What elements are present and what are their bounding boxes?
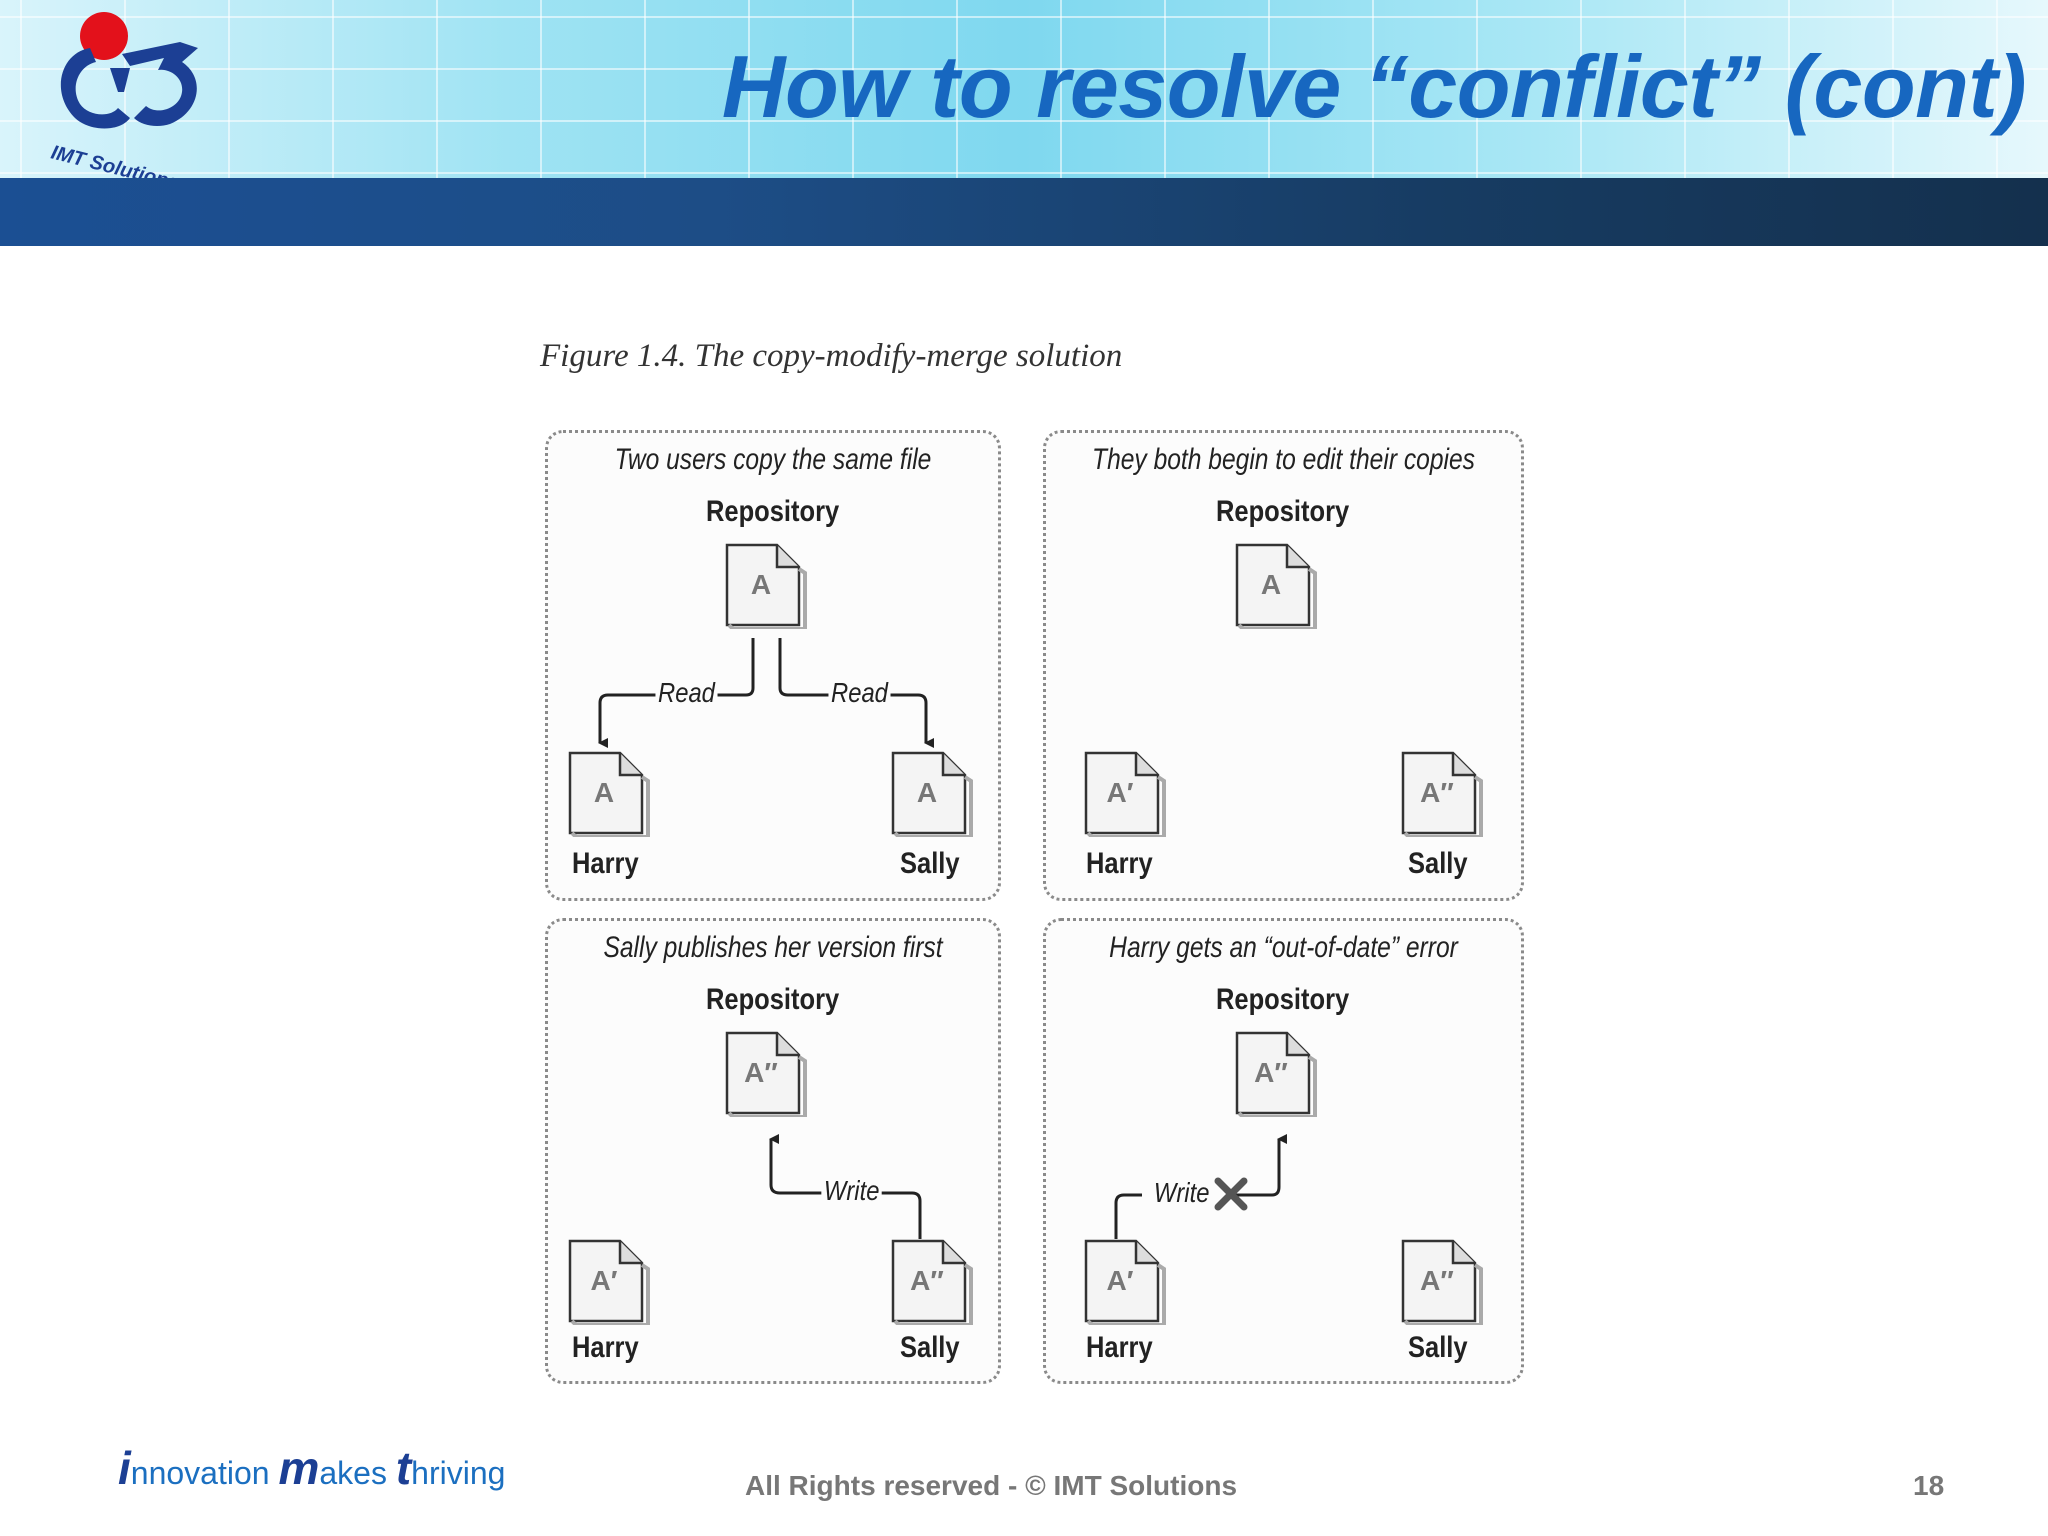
file-version: A″ (1254, 1057, 1288, 1088)
sally-file-icon: A (891, 751, 973, 837)
file-version: A′ (590, 1265, 618, 1296)
slogan-initial-m: m (278, 1442, 319, 1494)
panel-title: Two users copy the same file (614, 443, 932, 476)
panel-publish: Sally publishes her version first Reposi… (545, 918, 1001, 1384)
repository-label: Repository (1216, 983, 1350, 1016)
read-arrow-label: Read (828, 677, 891, 709)
slogan-initial-i: i (118, 1442, 132, 1494)
page-number: 18 (1913, 1470, 1945, 1501)
file-version: A″ (744, 1057, 778, 1088)
repository-label: Repository (706, 983, 840, 1016)
slogan-initial-t: t (396, 1442, 413, 1494)
panel-title: Harry gets an “out-of-date” error (1109, 931, 1458, 964)
repository-file-icon: A (725, 543, 807, 629)
user-label-sally: Sally (900, 847, 960, 880)
imt-logo-icon: IMT Solutions (49, 12, 198, 178)
sally-file-icon: A″ (1401, 751, 1483, 837)
user-label-harry: Harry (572, 1331, 639, 1364)
file-version: A (1260, 569, 1282, 600)
error-x-icon (1214, 1177, 1248, 1211)
write-arrow-label: Write (1151, 1177, 1212, 1209)
user-label-sally: Sally (900, 1331, 960, 1364)
file-version: A″ (1420, 1265, 1454, 1296)
svg-text:innovation makes thriving: innovation makes thriving (118, 1442, 505, 1494)
write-arrow-label: Write (821, 1175, 882, 1207)
panel-out-of-date: Harry gets an “out-of-date” error Reposi… (1043, 918, 1524, 1384)
repository-file-icon: A″ (1235, 1031, 1317, 1117)
header-band (0, 178, 2048, 246)
slide-title: How to resolve “conflict” (cont) (721, 37, 2027, 136)
file-version: A (750, 569, 772, 600)
harry-file-icon: A′ (1084, 1239, 1166, 1325)
user-label-harry: Harry (572, 847, 639, 880)
sally-file-icon: A″ (891, 1239, 973, 1325)
harry-file-icon: A′ (568, 1239, 650, 1325)
file-version: A″ (910, 1265, 944, 1296)
file-version: A (593, 777, 615, 808)
panel-out-of-date-arrows (1114, 1134, 1287, 1239)
file-version: A′ (1106, 777, 1134, 808)
user-label-sally: Sally (1408, 1331, 1468, 1364)
repository-file-icon: A (1235, 543, 1317, 629)
user-label-harry: Harry (1086, 847, 1153, 880)
user-label-sally: Sally (1408, 847, 1468, 880)
read-arrow-label: Read (655, 677, 718, 709)
repository-file-icon: A″ (725, 1031, 807, 1117)
copyright-text: All Rights reserved - © IMT Solutions (745, 1470, 1238, 1501)
file-version: A″ (1420, 777, 1454, 808)
footer-slogan: innovation makes thriving (118, 1442, 505, 1494)
harry-file-icon: A (568, 751, 650, 837)
panel-title: They both begin to edit their copies (1092, 443, 1475, 476)
file-version: A (916, 777, 938, 808)
logo-text: IMT Solutions (49, 142, 182, 178)
panel-title: Sally publishes her version first (603, 931, 943, 964)
figure-caption: Figure 1.4. The copy-modify-merge soluti… (540, 338, 1123, 374)
repository-label: Repository (706, 495, 840, 528)
repository-label: Repository (1216, 495, 1350, 528)
user-label-harry: Harry (1086, 1331, 1153, 1364)
file-version: A′ (1106, 1265, 1134, 1296)
panel-edit: They both begin to edit their copies Rep… (1043, 430, 1524, 901)
harry-file-icon: A′ (1084, 751, 1166, 837)
header-grid-pattern (0, 0, 2048, 178)
slide-header (0, 0, 2048, 178)
panel-copy: Two users copy the same file Repository … (545, 430, 1001, 901)
sally-file-icon: A″ (1401, 1239, 1483, 1325)
